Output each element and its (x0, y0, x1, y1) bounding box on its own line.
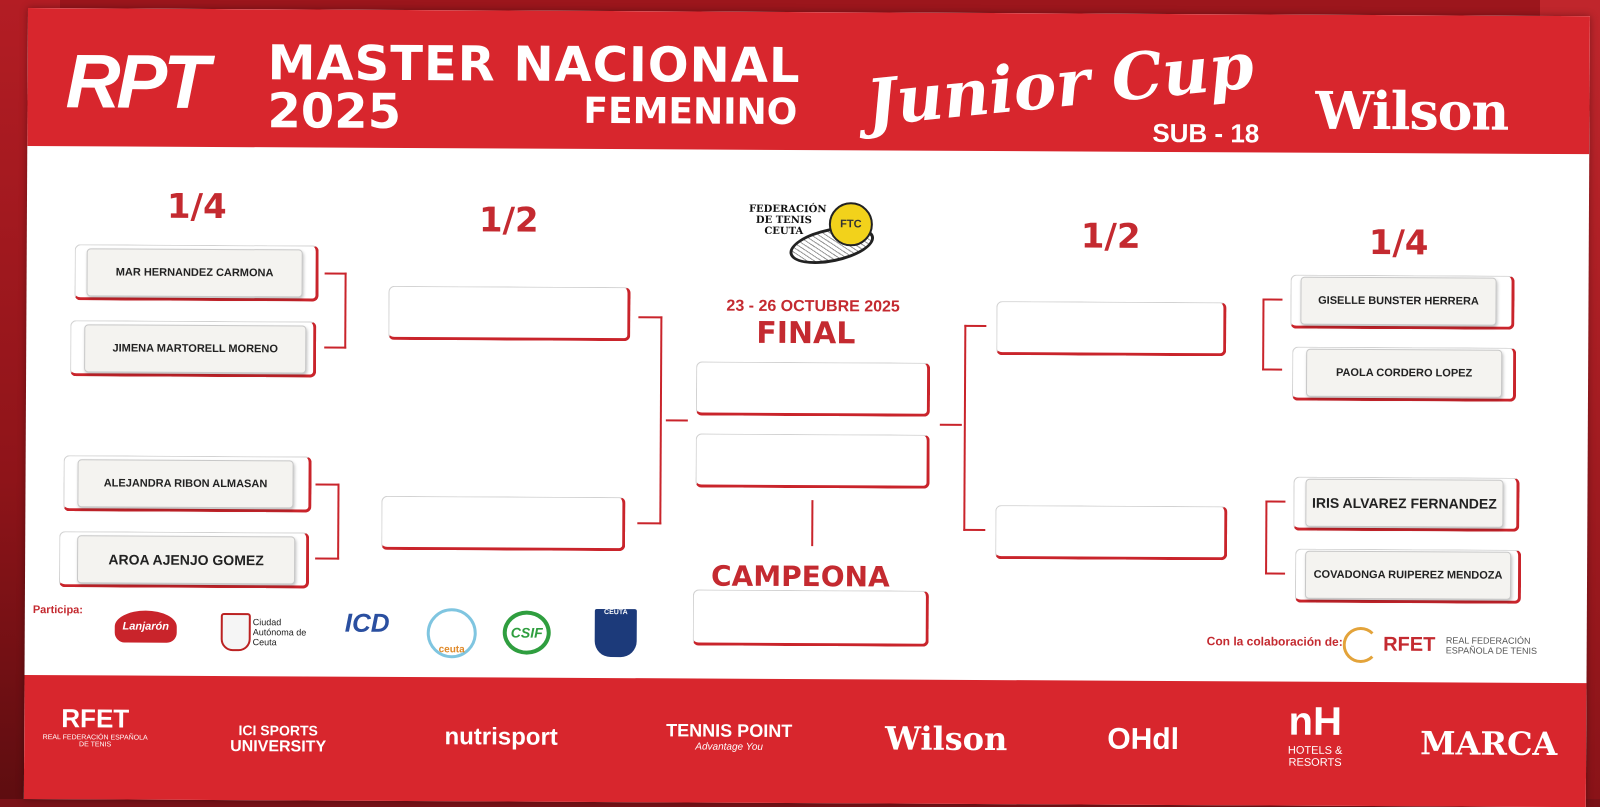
left-sf-slot-2 (381, 495, 626, 552)
connector-line (324, 346, 347, 349)
connector-line (344, 272, 347, 349)
player-card: AROA AJENJO GOMEZ (76, 535, 296, 585)
champion-label: CAMPEONA (710, 559, 890, 594)
footer-nutrisport-logo: nutrisport (444, 723, 558, 751)
player-card: GISELLE BUNSTER HERRERA (1300, 276, 1497, 326)
icd-logo: ICD (344, 607, 390, 638)
right-sf-slot-2 (995, 505, 1228, 561)
footer-ici-logo: ICI SPORTS UNIVERSITY (218, 696, 338, 757)
footer-rfet-logo: RFET REAL FEDERACIÓN ESPAÑOLA DE TENIS (40, 703, 150, 749)
connector-line (1262, 298, 1283, 301)
footer-rfet-name: RFET (61, 703, 130, 734)
connector-line (939, 423, 962, 426)
left-semi-label: 1/2 (478, 200, 539, 241)
connector-line (1262, 368, 1283, 371)
rfet-collab-sub: REAL FEDERACIÓN ESPAÑOLA DE TENIS (1445, 635, 1538, 656)
federation-badge: FTC (828, 202, 873, 247)
lanjaron-logo: Lanjarón (114, 610, 177, 643)
final-label: FINAL (756, 315, 856, 352)
left-sf-slot-1 (388, 285, 631, 342)
connector-line (811, 500, 814, 547)
category-label: SUB - 18 (1152, 117, 1260, 149)
connector-line (324, 272, 347, 275)
title-year: 2025 (267, 83, 402, 140)
connector-line (315, 483, 340, 486)
rfet-collab-logo: RFET REAL FEDERACIÓN ESPAÑOLA DE TENIS (1342, 626, 1546, 664)
player-card: COVADONGA RUIPEREZ MENDOZA (1304, 550, 1512, 600)
final-slot-2 (695, 433, 930, 489)
header-band: RPT MASTER NACIONAL 2025 FEMENINO Junior… (27, 8, 1590, 155)
player-card: JIMENA MARTORELL MORENO (84, 324, 307, 374)
connector-line (1262, 298, 1265, 371)
footer-tennispoint-logo: TENNIS POINT Advantage You (654, 720, 804, 753)
footer-nh-sub: HOTELS & RESORTS (1287, 744, 1343, 769)
footer-band: RFET REAL FEDERACIÓN ESPAÑOLA DE TENIS I… (23, 674, 1587, 807)
footer-marca-logo: MARCA (1420, 724, 1558, 764)
connector-line (1265, 500, 1286, 503)
connector-line (637, 522, 662, 525)
wilson-logo: Wilson (1315, 80, 1509, 143)
footer-ici-sub: UNIVERSITY (230, 738, 327, 756)
player-card: MAR HERNANDEZ CARMONA (86, 248, 303, 298)
ceuta-tourism-logo: ceuta (426, 608, 477, 659)
ceuta-shield-icon (220, 613, 251, 652)
connector-line (964, 324, 987, 328)
csif-logo: CSIF (502, 610, 551, 655)
connector-line (337, 483, 340, 560)
footer-wilson-logo: Wilson (884, 719, 1008, 759)
federation-text: FEDERACIÓN DE TENIS CEUTA (748, 203, 827, 238)
player-card: PAOLA CORDERO LOPEZ (1305, 348, 1503, 398)
connector-line (963, 324, 967, 531)
connector-line (1265, 500, 1268, 575)
rpt-logo: RPT (65, 39, 206, 125)
footer-tennispoint-name: TENNIS POINT (666, 720, 793, 742)
federation-logo: FEDERACIÓN DE TENIS CEUTA FTC (749, 200, 889, 271)
connector-line (315, 557, 340, 560)
rfet-collab-name: RFET (1383, 633, 1436, 656)
footer-nh-logo: nH HOTELS & RESORTS (1260, 699, 1370, 769)
right-sf-slot-1 (996, 301, 1227, 357)
champion-slot (692, 589, 929, 647)
tournament-dates: 23 - 26 OCTUBRE 2025 (726, 297, 900, 316)
title-line2: FEMENINO (583, 90, 798, 134)
tournament-board: RPT MASTER NACIONAL 2025 FEMENINO Junior… (23, 8, 1590, 807)
ciudad-ceuta-logo: Ciudad Autónoma de Ceuta (252, 617, 307, 648)
final-slot-1 (695, 361, 931, 417)
footer-tennispoint-sub: Advantage You (695, 741, 763, 753)
connector-line (665, 419, 688, 422)
rfet-ring-icon (1342, 626, 1379, 664)
participants-label: Participa: (32, 604, 84, 617)
ceuta-club-logo: CEUTA (594, 608, 637, 658)
player-card: IRIS ALVAREZ FERNANDEZ (1305, 478, 1504, 528)
connector-line (963, 528, 986, 532)
player-card: ALEJANDRA RIBON ALMASAN (77, 459, 294, 509)
footer-nh-name: nH (1288, 699, 1343, 744)
collaboration-label: Con la colaboración de: (1206, 634, 1343, 649)
left-quarter-label: 1/4 (166, 186, 227, 228)
connector-line (1265, 572, 1286, 575)
right-quarter-label: 1/4 (1368, 223, 1429, 264)
connector-line (638, 316, 663, 319)
footer-ohdl-logo: OHdl (1107, 722, 1180, 757)
footer-rfet-sub: REAL FEDERACIÓN ESPAÑOLA DE TENIS (42, 734, 148, 749)
right-semi-label: 1/2 (1080, 216, 1141, 257)
footer-ici-name: ICI SPORTS (238, 722, 318, 739)
connector-line (659, 316, 663, 525)
